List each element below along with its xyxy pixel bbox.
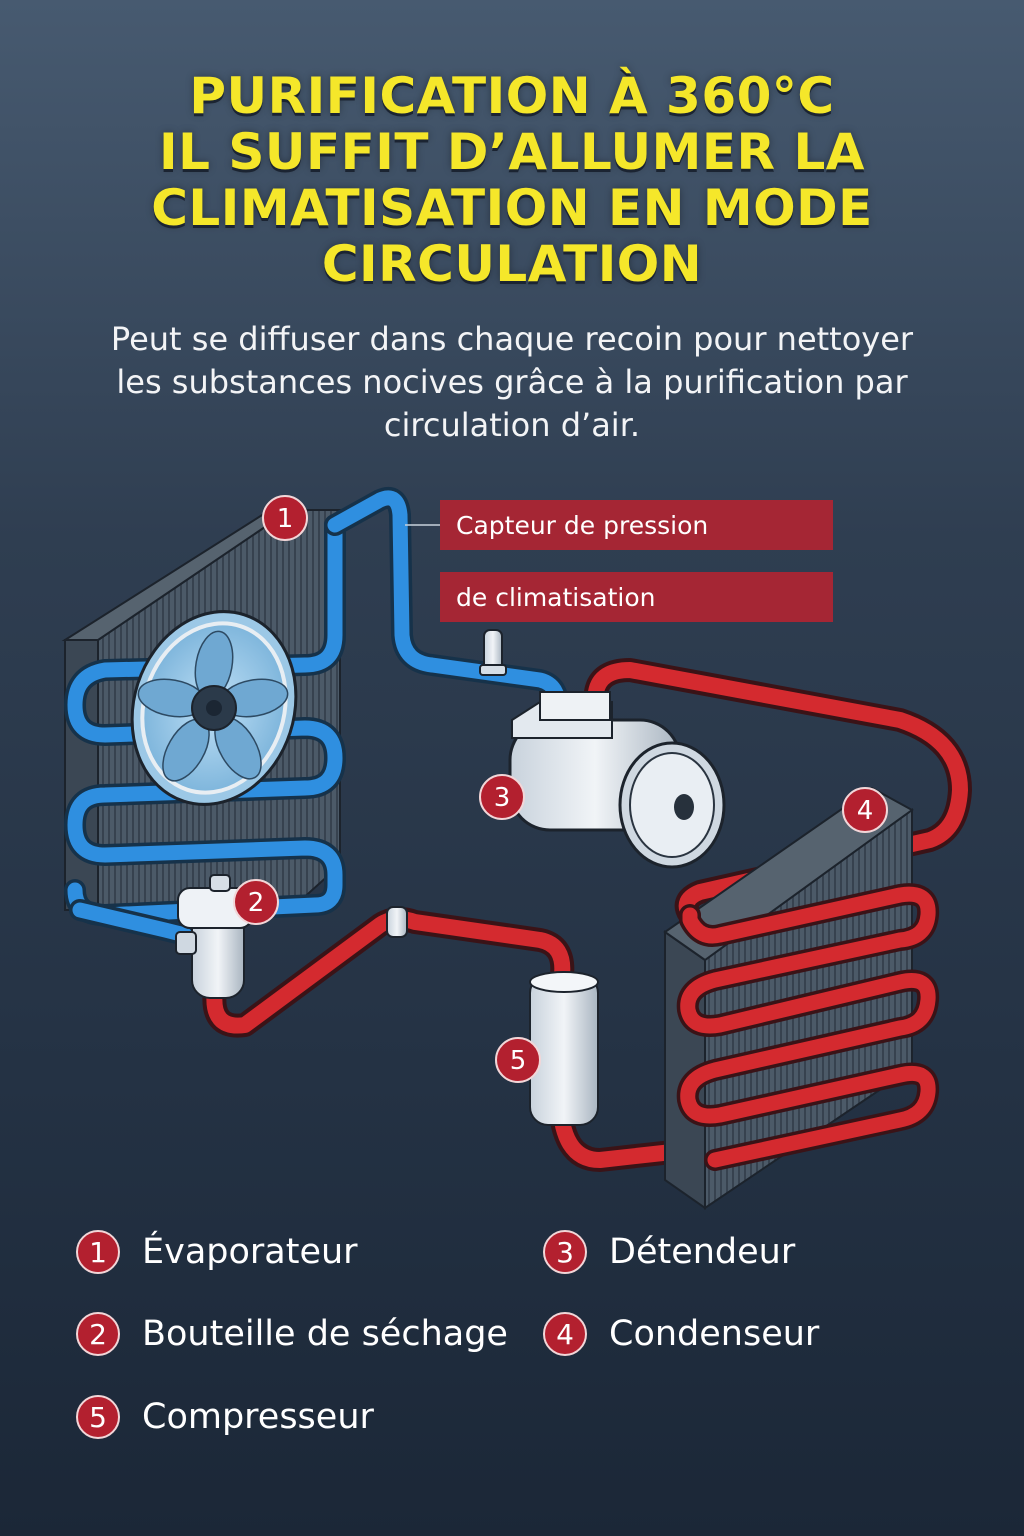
- legend-label: Condenseur: [609, 1314, 820, 1354]
- pressure-sensor-callout-line-1: Capteur de pression: [440, 500, 833, 550]
- title-line-1: PURIFICATION À 360°C: [189, 67, 835, 125]
- subtitle: Peut se diffuser dans chaque recoin pour…: [40, 318, 984, 447]
- accumulator-canister: [529, 971, 599, 1126]
- subtitle-line-3: circulation d’air.: [383, 406, 641, 444]
- pipe-fitting: [386, 906, 408, 938]
- marker-4: 4: [842, 787, 888, 833]
- legend-label: Compresseur: [142, 1397, 374, 1437]
- marker-5: 5: [495, 1037, 541, 1083]
- ac-circuit-illustration: 1 2 3 4 5: [61, 487, 972, 1210]
- legend-label: Évaporateur: [142, 1232, 358, 1272]
- legend-label: Détendeur: [609, 1232, 796, 1272]
- page-title: PURIFICATION À 360°C IL SUFFIT D’ALLUMER…: [0, 68, 1024, 292]
- ac-circuit-diagram: 1 2 3 4 5 Capteur de pression de climati…: [0, 470, 1024, 1210]
- legend-item-evaporateur: 1 Évaporateur: [76, 1227, 358, 1277]
- legend-badge: 3: [543, 1230, 587, 1274]
- title-line-2: IL SUFFIT D’ALLUMER LA: [158, 123, 866, 181]
- svg-text:3: 3: [494, 783, 511, 813]
- svg-text:1: 1: [277, 504, 294, 534]
- pressure-sensor: [405, 524, 507, 676]
- legend-item-bouteille-de-sechage: 2 Bouteille de séchage: [76, 1309, 508, 1359]
- compressor-body: [508, 691, 726, 869]
- title-line-4: CIRCULATION: [321, 235, 703, 293]
- marker-1: 1: [262, 495, 308, 541]
- legend-label: Bouteille de séchage: [142, 1314, 508, 1354]
- marker-3: 3: [479, 774, 525, 820]
- legend-badge: 4: [543, 1312, 587, 1356]
- legend-item-detendeur: 3 Détendeur: [543, 1227, 795, 1277]
- hot-refrigerant-pipe: [202, 658, 972, 1172]
- title-line-3: CLIMATISATION EN MODE: [151, 179, 873, 237]
- condenser-coil: [676, 883, 940, 1171]
- marker-2: 2: [233, 879, 279, 925]
- subtitle-line-2: les substances nocives grâce à la purifi…: [116, 363, 908, 401]
- pressure-sensor-callout-line-2: de climatisation: [440, 572, 833, 622]
- svg-text:4: 4: [857, 796, 874, 826]
- legend-item-compresseur: 5 Compresseur: [76, 1392, 374, 1442]
- legend-badge: 1: [76, 1230, 120, 1274]
- subtitle-line-1: Peut se diffuser dans chaque recoin pour…: [110, 320, 914, 358]
- svg-text:2: 2: [248, 888, 265, 918]
- legend-badge: 5: [76, 1395, 120, 1439]
- legend-item-condenseur: 4 Condenseur: [543, 1309, 819, 1359]
- fan: [130, 610, 298, 806]
- svg-text:5: 5: [510, 1046, 527, 1076]
- legend-badge: 2: [76, 1312, 120, 1356]
